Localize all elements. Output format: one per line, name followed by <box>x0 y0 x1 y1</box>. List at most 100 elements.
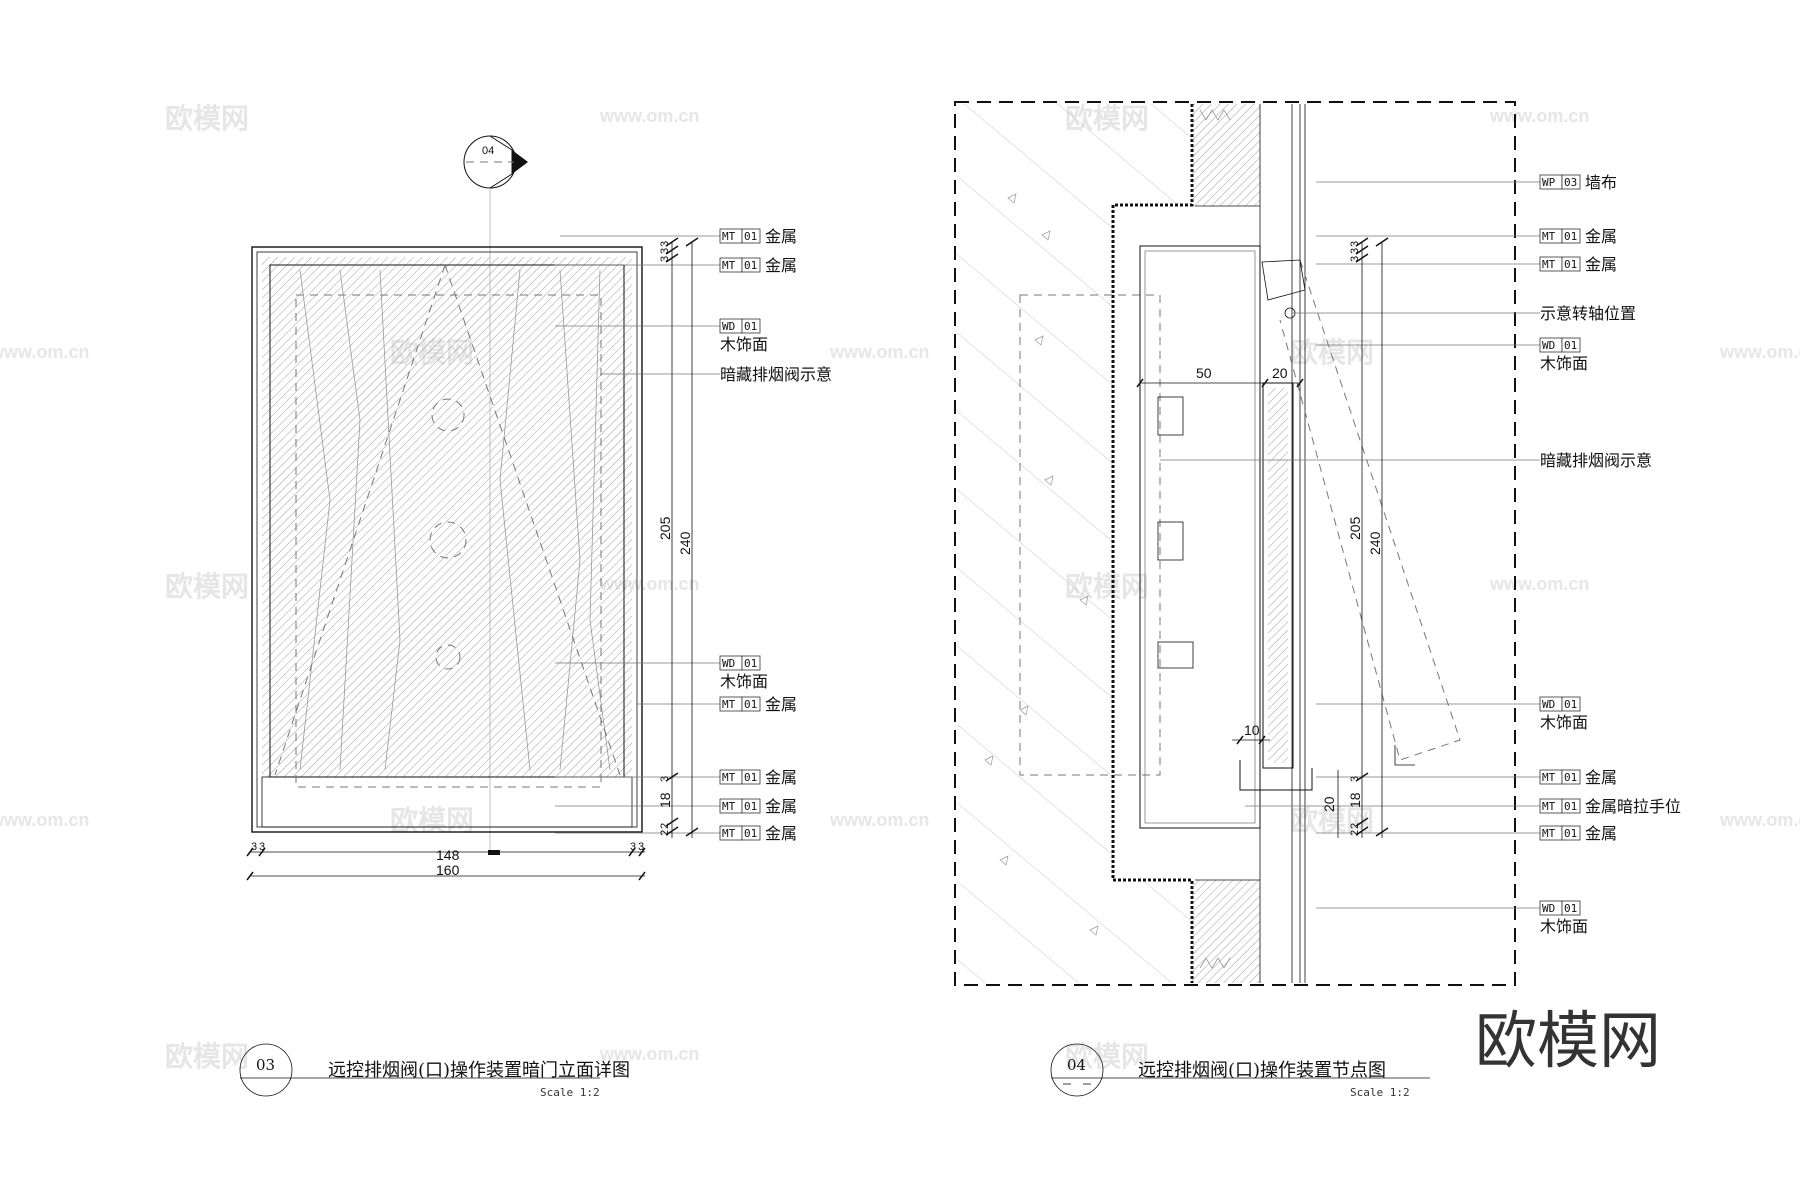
svg-text:01: 01 <box>744 800 757 813</box>
svg-text:01: 01 <box>744 230 757 243</box>
dim-base: 18 <box>657 792 673 808</box>
callout-metal-3: MT 01 金属 <box>719 695 797 714</box>
callout-label: 金属 <box>1585 255 1617 274</box>
brand-logo: 欧模网 <box>1475 1004 1661 1077</box>
callout-label: 墙布 <box>1585 173 1617 192</box>
watermark-brand: 欧模网 <box>165 1040 249 1073</box>
svg-text:MT: MT <box>722 230 736 243</box>
svg-text:WD: WD <box>722 320 735 333</box>
dim-label: 3 <box>259 841 265 853</box>
svg-text:01: 01 <box>744 657 757 670</box>
callout-label: 金属 <box>1585 227 1617 246</box>
svg-text:01: 01 <box>1564 258 1577 271</box>
svg-text:MT: MT <box>722 698 736 711</box>
dim-label: 3 <box>638 841 644 853</box>
dim-height-total: 240 <box>677 531 693 555</box>
callout-label: 木饰面 <box>1540 354 1588 373</box>
dim-20: 20 <box>1272 365 1288 381</box>
right-title-block: 04 远控排烟阀(口)操作装置节点图 Scale 1:2 <box>1050 1043 1430 1099</box>
dim-height-inner: 205 <box>657 516 673 540</box>
svg-text:01: 01 <box>744 827 757 840</box>
watermark-url: www.om.cn <box>599 106 699 126</box>
right-section-drawing <box>954 101 1516 986</box>
left-dimensions: 3 3 3 3 148 160 3 3 3 205 240 3 18 2 2 <box>246 237 699 881</box>
callout-label: 金属 <box>765 227 797 246</box>
watermark-brand: 欧模网 <box>165 102 249 135</box>
dim-50: 50 <box>1196 365 1212 381</box>
callout-wood-r2: WD 01 木饰面 <box>1539 696 1588 732</box>
callout-label: 金属 <box>765 695 797 714</box>
callout-valve-r: 暗藏排烟阀示意 <box>1540 451 1652 470</box>
dim-label: 3 <box>1349 248 1361 254</box>
svg-text:MT: MT <box>1542 827 1556 840</box>
right-dimensions: 50 20 10 20 3 3 3 205 240 3 18 2 2 <box>1136 237 1389 838</box>
svg-text:WD: WD <box>1542 339 1555 352</box>
dim-height-inner: 205 <box>1347 516 1363 540</box>
callout-metal-6: MT 01 金属 <box>719 824 797 843</box>
watermark-url: www.om.cn <box>1719 342 1800 362</box>
svg-text:01: 01 <box>744 320 757 333</box>
callout-label: 金属 <box>765 768 797 787</box>
dim-width-inner: 148 <box>436 847 460 863</box>
svg-text:WP: WP <box>1542 176 1556 189</box>
callout-metal-1: MT 01 金属 <box>719 227 797 246</box>
dim-label: 3 <box>659 256 671 262</box>
title-number: 04 <box>1067 1056 1086 1074</box>
dim-20b: 20 <box>1321 796 1337 812</box>
svg-text:01: 01 <box>744 698 757 711</box>
svg-text:MT: MT <box>1542 800 1556 813</box>
watermark-brand: 欧模网 <box>1290 336 1374 369</box>
callout-wood-1: WD 01 木饰面 <box>719 318 768 354</box>
callout-label: 金属暗拉手位 <box>1585 797 1681 816</box>
callout-label: 金属 <box>1585 824 1617 843</box>
svg-text:MT: MT <box>1542 258 1556 271</box>
svg-text:MT: MT <box>722 771 736 784</box>
callout-label: 木饰面 <box>1540 713 1588 732</box>
callout-wood-r3: WD 01 木饰面 <box>1539 900 1588 936</box>
svg-text:01: 01 <box>1564 230 1577 243</box>
dim-base: 18 <box>1347 792 1363 808</box>
callout-label: 暗藏排烟阀示意 <box>1540 451 1652 470</box>
dim-label: 3 <box>1349 256 1361 262</box>
dim-label: 3 <box>630 841 636 853</box>
watermark-url: www.om.cn <box>0 810 89 830</box>
svg-text:WD: WD <box>1542 902 1555 915</box>
right-callouts: WP 03 墙布 MT 01 金属 MT 01 金属 示意转轴位置 WD 01 … <box>1160 173 1681 936</box>
title-number: 03 <box>256 1056 275 1074</box>
left-callouts: MT 01 金属 MT 01 金属 WD 01 木饰面 暗藏排烟阀示意 WD 0… <box>555 227 832 843</box>
callout-wood-r1: WD 01 木饰面 <box>1539 337 1588 373</box>
svg-text:MT: MT <box>722 800 736 813</box>
callout-metal-5: MT 01 金属 <box>719 797 797 816</box>
callout-label: 示意转轴位置 <box>1540 304 1636 323</box>
dim-label: 3 <box>659 248 671 254</box>
dim-label: 3 <box>1349 241 1361 247</box>
dim-label: 3 <box>1349 776 1361 782</box>
svg-text:01: 01 <box>1564 771 1577 784</box>
dim-label: 3 <box>659 241 671 247</box>
callout-valve: 暗藏排烟阀示意 <box>720 365 832 384</box>
dim-height-total: 240 <box>1367 531 1383 555</box>
svg-text:WD: WD <box>1542 698 1555 711</box>
callout-metal-r1: MT 01 金属 <box>1539 227 1617 246</box>
callout-label: 木饰面 <box>1540 917 1588 936</box>
watermark-url: www.om.cn <box>1489 574 1589 594</box>
watermark-url: www.om.cn <box>1719 810 1800 830</box>
svg-text:01: 01 <box>1564 800 1577 813</box>
callout-pivot: 示意转轴位置 <box>1540 304 1636 323</box>
svg-text:MT: MT <box>1542 771 1556 784</box>
svg-text:MT: MT <box>722 259 736 272</box>
callout-label: 暗藏排烟阀示意 <box>720 365 832 384</box>
left-elevation-drawing: 04 <box>251 135 643 855</box>
callout-label: 金属 <box>765 824 797 843</box>
callout-metal-r2: MT 01 金属 <box>1539 255 1617 274</box>
dim-label: 3 <box>251 841 257 853</box>
dim-10: 10 <box>1244 722 1260 738</box>
watermark-brand: 欧模网 <box>1065 1040 1149 1073</box>
dim-label: 2 <box>1349 823 1361 829</box>
drawing-title: 远控排烟阀(口)操作装置暗门立面详图 <box>328 1060 630 1081</box>
svg-text:01: 01 <box>744 771 757 784</box>
callout-metal-2: MT 01 金属 <box>719 256 797 275</box>
svg-text:WD: WD <box>722 657 735 670</box>
svg-text:01: 01 <box>744 259 757 272</box>
